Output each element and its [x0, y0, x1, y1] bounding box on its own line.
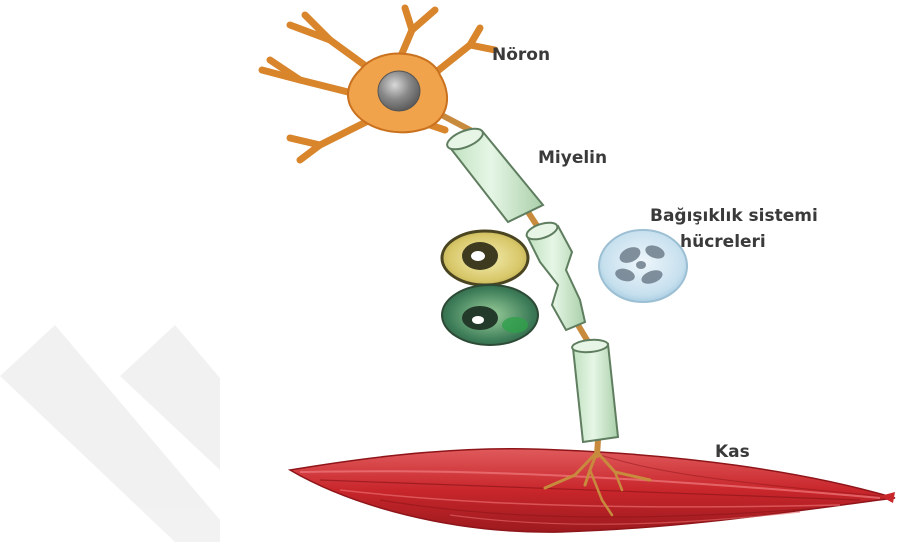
myelin-label: Miyelin [538, 146, 607, 170]
immune-cells-label: Bağışıklık sistemi hücreleri [650, 203, 818, 255]
immune-cells-label-line-1: Bağışıklık sistemi [650, 203, 818, 229]
muscle-label: Kas [715, 440, 750, 464]
immune-cell-yellow-icon [442, 231, 528, 285]
myelin-segment-icon-3 [572, 338, 618, 442]
neuron-label: Nöron [492, 43, 550, 67]
immune-cells-label-line-2: hücreleri [650, 229, 818, 255]
myelin-segment-icon [444, 124, 543, 222]
immune-cell-green-icon [442, 285, 538, 345]
watermark-chevron [0, 325, 220, 542]
